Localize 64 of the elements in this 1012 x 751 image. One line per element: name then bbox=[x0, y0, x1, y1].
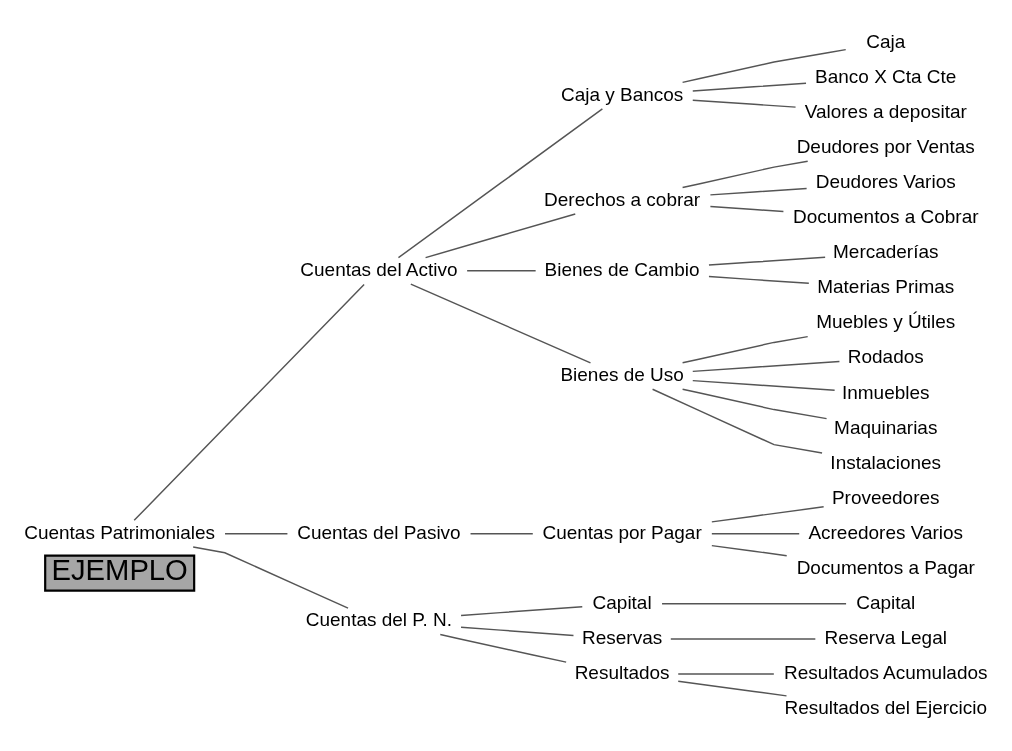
node-text: Resultados Acumulados bbox=[783, 661, 988, 683]
node-text: Deudores por Ventas bbox=[796, 135, 975, 157]
node-text: Derechos a cobrar bbox=[544, 188, 701, 210]
node-text: Capital bbox=[856, 591, 916, 613]
connector bbox=[460, 605, 583, 616]
node-text: Maquinarias bbox=[834, 416, 938, 438]
node-text: Caja y Bancos bbox=[560, 83, 684, 105]
node-text: Instalaciones bbox=[830, 451, 942, 473]
node-text: Reservas bbox=[582, 626, 663, 648]
connector bbox=[681, 160, 809, 188]
node-text: Rodados bbox=[847, 345, 924, 367]
connector bbox=[692, 82, 807, 92]
connector bbox=[709, 205, 785, 212]
node-box: EJEMPLO bbox=[44, 554, 196, 592]
node-text: Documentos a Cobrar bbox=[792, 205, 979, 227]
node-text: Resultados bbox=[574, 661, 670, 683]
node-text: Bienes de Cambio bbox=[544, 258, 700, 280]
connector bbox=[460, 626, 575, 636]
connector bbox=[692, 360, 841, 372]
connector bbox=[709, 187, 808, 196]
connector bbox=[133, 283, 365, 521]
node-text: Documentos a Pagar bbox=[796, 556, 975, 578]
connector bbox=[224, 532, 289, 534]
node-text: Reserva Legal bbox=[824, 626, 947, 648]
connector bbox=[661, 602, 847, 605]
connector bbox=[424, 212, 576, 258]
connector bbox=[670, 637, 817, 640]
node-text: Muebles y Útiles bbox=[816, 310, 956, 332]
connector bbox=[677, 680, 788, 697]
connector bbox=[466, 269, 537, 272]
node-text: Resultados del Ejercicio bbox=[784, 696, 987, 718]
connector bbox=[677, 672, 775, 675]
node-text: Proveedores bbox=[831, 486, 940, 508]
connector bbox=[469, 532, 534, 534]
node-text: Bienes de Uso bbox=[560, 363, 684, 385]
node-text: Acreedores Varios bbox=[808, 521, 964, 543]
connector bbox=[681, 387, 828, 419]
connector bbox=[711, 544, 788, 556]
connector bbox=[708, 256, 826, 266]
connector bbox=[708, 275, 810, 284]
node-text: Inmuebles bbox=[841, 380, 930, 402]
node-text: Caja bbox=[866, 30, 906, 52]
connector bbox=[692, 98, 797, 108]
connector bbox=[651, 388, 823, 454]
node-text: Deudores Varios bbox=[815, 170, 956, 192]
node-text: Cuentas del Activo bbox=[300, 258, 458, 280]
connector bbox=[439, 633, 567, 663]
node-text: Mercaderías bbox=[833, 240, 939, 262]
connector bbox=[192, 545, 349, 609]
node-text: Cuentas del Pasivo bbox=[297, 521, 461, 543]
node-text: Cuentas del P. N. bbox=[305, 608, 453, 630]
connector bbox=[681, 335, 809, 364]
node-text: Materias Primas bbox=[817, 275, 955, 297]
node-text: Cuentas por Pagar bbox=[542, 521, 702, 543]
connector bbox=[397, 107, 604, 258]
connector bbox=[681, 48, 847, 83]
connector bbox=[711, 505, 825, 523]
connector bbox=[692, 379, 836, 391]
node-text: Cuentas Patrimoniales bbox=[24, 521, 216, 543]
node-text: Banco X Cta Cte bbox=[815, 65, 957, 87]
node-text: Capital bbox=[592, 591, 652, 613]
connector bbox=[711, 532, 800, 534]
node-text: Valores a depositar bbox=[804, 100, 967, 122]
connector bbox=[410, 282, 592, 364]
